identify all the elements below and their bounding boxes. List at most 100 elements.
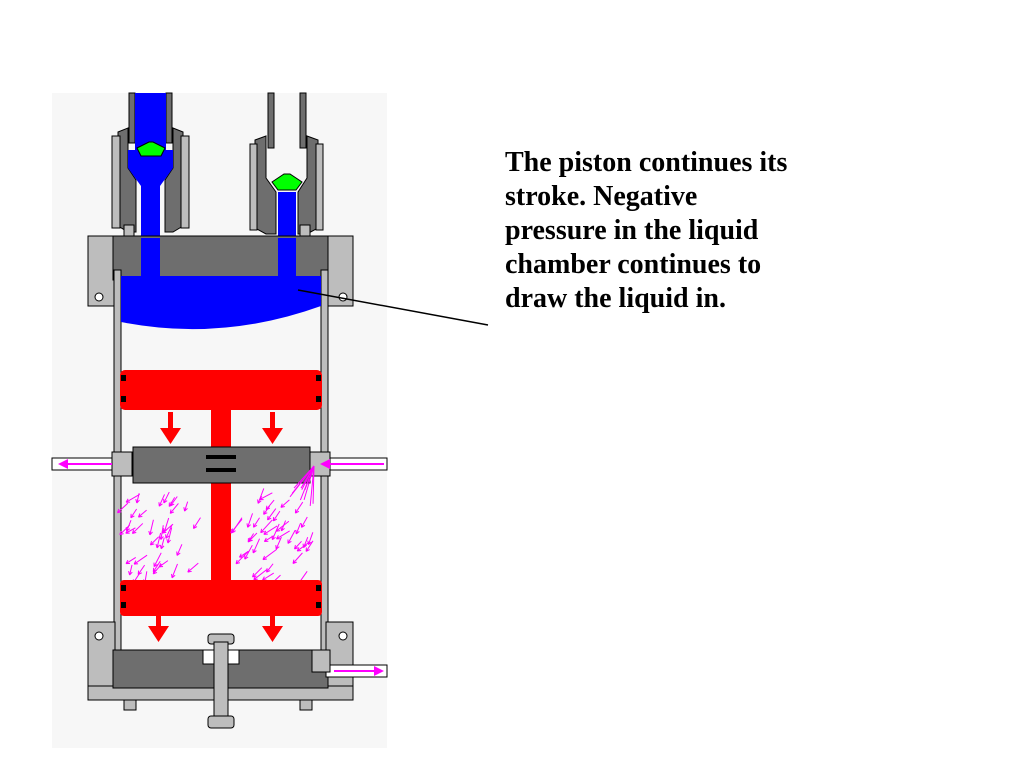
air-flow-arrow <box>272 510 281 522</box>
outlet-valve-nut <box>299 224 311 238</box>
air-flow-arrow <box>158 494 165 507</box>
air-flow-arrow <box>187 562 199 573</box>
upper-piston-seal-left-1 <box>121 375 126 381</box>
air-flow-arrow <box>276 530 290 540</box>
air-flow-arrow <box>253 568 268 581</box>
lower-piston-seal-right-2 <box>316 602 321 608</box>
top-right-bolt <box>338 292 348 302</box>
lower-piston-seal-right-1 <box>316 585 321 591</box>
inlet-valve-liquid <box>128 150 173 240</box>
arrow-down-icon <box>262 616 283 642</box>
air-flow-arrow <box>262 548 278 561</box>
air-flow-arrow <box>131 523 144 534</box>
lower-piston-head <box>120 580 322 616</box>
air-flow-arrow <box>267 508 277 521</box>
outlet-valve-outer-right <box>315 143 324 231</box>
air-flow-arrow <box>252 538 261 554</box>
air-flow-arrow <box>161 523 174 534</box>
air-flow-arrow <box>169 503 179 514</box>
top-left-bolt <box>94 292 104 302</box>
inlet-pipe-wall-left <box>128 92 136 144</box>
air-flow-arrow <box>300 516 308 528</box>
upper-piston-head <box>120 370 322 410</box>
arrow-icon <box>334 666 384 676</box>
inlet-valve-nut <box>123 224 135 238</box>
rod-seal-bottom <box>206 468 236 472</box>
air-spray-line <box>300 465 315 489</box>
air-flow-arrow <box>137 509 147 518</box>
caption-line-1: The piston continues its <box>505 147 788 178</box>
liquid-chamber <box>121 238 321 330</box>
air-flow-arrow <box>287 530 296 544</box>
lower-piston-seal-left-1 <box>121 585 126 591</box>
arrow-icon <box>320 459 384 469</box>
caption-line-3: pressure in the liquid <box>505 215 759 246</box>
outlet-valve-seal <box>271 173 303 191</box>
air-flow-arrow <box>244 544 253 560</box>
air-flow-arrow <box>260 519 273 534</box>
air-flow-arrow <box>130 508 138 519</box>
air-flow-arrow <box>171 563 178 579</box>
air-flow-arrow <box>135 493 140 504</box>
air-flow-arrow <box>153 552 162 568</box>
inlet-valve-outer-left <box>111 135 121 229</box>
callout-leader-line <box>297 289 489 326</box>
upper-piston-seal-right-2 <box>316 396 321 402</box>
air-flow-arrow <box>295 522 302 535</box>
outlet-valve <box>249 92 324 240</box>
bottom-right-bolt <box>338 631 348 641</box>
air-flow-arrow <box>275 520 290 532</box>
bottom-air-port-fitting <box>311 649 331 673</box>
inlet-valve <box>111 92 190 240</box>
air-spray-line <box>293 465 315 489</box>
air-flow-arrow <box>158 560 169 568</box>
air-spray-line <box>299 465 315 501</box>
air-flow-arrow <box>231 517 243 533</box>
air-flow-arrow <box>155 532 162 549</box>
center-stud-shaft <box>213 641 229 723</box>
arrow-icon <box>58 459 112 469</box>
air-flow-arrow <box>148 519 154 536</box>
left-foot <box>123 699 137 711</box>
center-stud-nut <box>207 715 235 729</box>
right-foot <box>299 699 313 711</box>
air-flow-arrow <box>128 564 133 576</box>
air-flow-arrow <box>266 563 274 573</box>
air-flow-arrow <box>265 499 275 511</box>
air-flow-arrow <box>296 541 311 552</box>
air-flow-arrow <box>125 520 132 532</box>
arrow-down-icon <box>148 616 169 642</box>
air-flow-arrow <box>294 501 304 514</box>
air-flow-arrow <box>248 532 258 542</box>
bottom-left-bolt <box>94 631 104 641</box>
air-flow-arrow <box>125 493 140 503</box>
air-flow-arrow <box>235 550 249 565</box>
air-flow-arrow <box>292 552 303 564</box>
rod-seal-top <box>206 455 236 459</box>
caption-line-2: stroke. Negative <box>505 181 698 212</box>
air-flow-arrow <box>294 540 302 550</box>
air-flow-arrow <box>159 537 165 550</box>
arrow-down-icon <box>262 412 283 444</box>
inlet-pipe-wall-right <box>165 92 173 144</box>
air-flow-arrow <box>275 536 282 550</box>
air-flow-arrow <box>149 536 160 546</box>
air-flow-arrow <box>193 517 201 529</box>
air-flow-arrow <box>280 520 287 532</box>
caption-line-5: draw the liquid in. <box>505 283 726 314</box>
upper-piston-seal-right-1 <box>316 375 321 381</box>
outlet-pipe-wall-left <box>267 92 275 149</box>
piston-rod <box>211 405 231 590</box>
middle-divider-block <box>132 446 311 484</box>
air-flow-arrow <box>252 567 263 578</box>
air-flow-arrow <box>133 554 148 565</box>
outlet-valve-outer-left <box>249 143 258 231</box>
air-flow-arrow <box>168 497 176 507</box>
inlet-valve-outer-right <box>180 135 190 229</box>
air-flow-arrow <box>165 524 173 539</box>
outlet-valve-liquid <box>278 192 296 240</box>
upper-piston-seal-left-2 <box>121 396 126 402</box>
air-flow-arrow <box>166 527 173 544</box>
